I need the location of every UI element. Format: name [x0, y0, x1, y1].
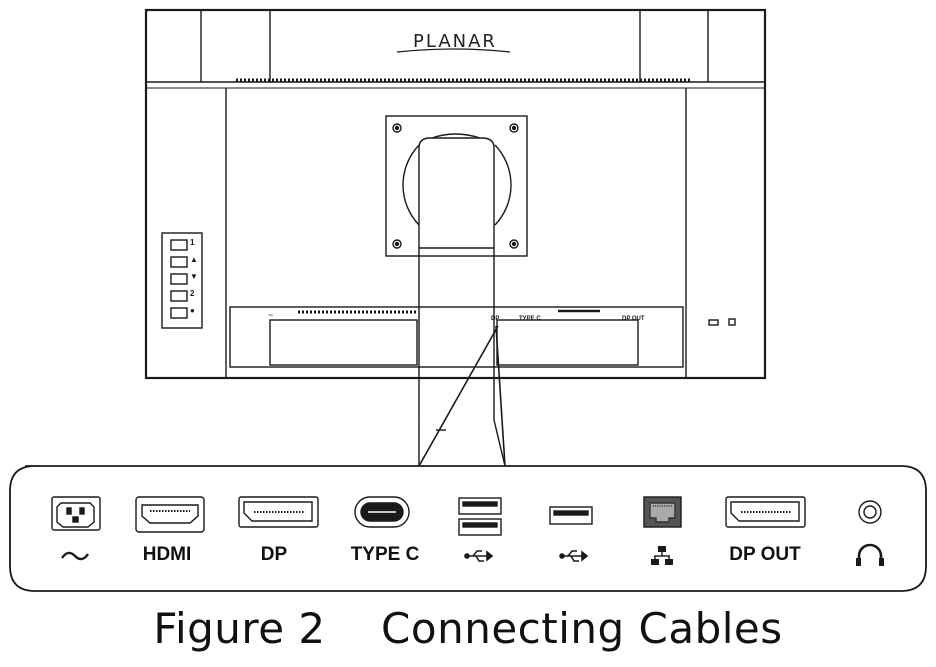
figure-caption: Figure 2 Connecting Cables — [153, 604, 783, 653]
connector-panel — [9, 465, 927, 592]
osd-label-up: ▲ — [190, 255, 198, 264]
ac-power-inlet-icon — [51, 496, 101, 531]
headphone-icon — [856, 543, 884, 566]
port-label-hdmi: HDMI — [142, 544, 192, 565]
monitor-body — [144, 8, 767, 380]
usb-symbol-icon — [559, 550, 589, 562]
usb-a-dual-icon — [458, 497, 502, 536]
port-label-dp-out: DP OUT — [729, 544, 801, 565]
usb-a-icon — [549, 506, 593, 525]
osd-label-power: ● — [190, 306, 195, 315]
displayport-out-icon — [725, 496, 806, 528]
rear-label-dp-out: DP OUT — [622, 316, 645, 322]
brand-logo: PLANAR — [413, 31, 497, 52]
callout-lines — [418, 325, 506, 467]
port-label-dp: DP — [260, 544, 288, 565]
osd-button-panel — [161, 232, 203, 329]
rear-label-type-c: TYPE C — [519, 316, 541, 322]
ac-tilde-icon — [61, 551, 89, 561]
displayport-icon — [238, 496, 319, 528]
stand-neck — [418, 137, 506, 467]
hdmi-port-icon — [135, 496, 205, 533]
network-icon — [651, 546, 673, 565]
osd-label-2: 2 — [190, 289, 195, 298]
osd-label-1: 1 — [190, 238, 195, 247]
rear-label-dp: DP — [491, 316, 500, 322]
usb-symbol-icon — [464, 550, 494, 562]
rear-io-strip — [229, 306, 736, 368]
usb-type-c-icon — [354, 496, 410, 528]
vesa-mount-plate — [385, 115, 528, 257]
osd-label-down: ▼ — [190, 272, 198, 281]
ethernet-port-icon — [643, 496, 682, 528]
rear-label-power: ~ — [268, 310, 274, 320]
audio-jack-icon — [858, 500, 882, 524]
port-label-type-c: TYPE C — [350, 544, 420, 565]
